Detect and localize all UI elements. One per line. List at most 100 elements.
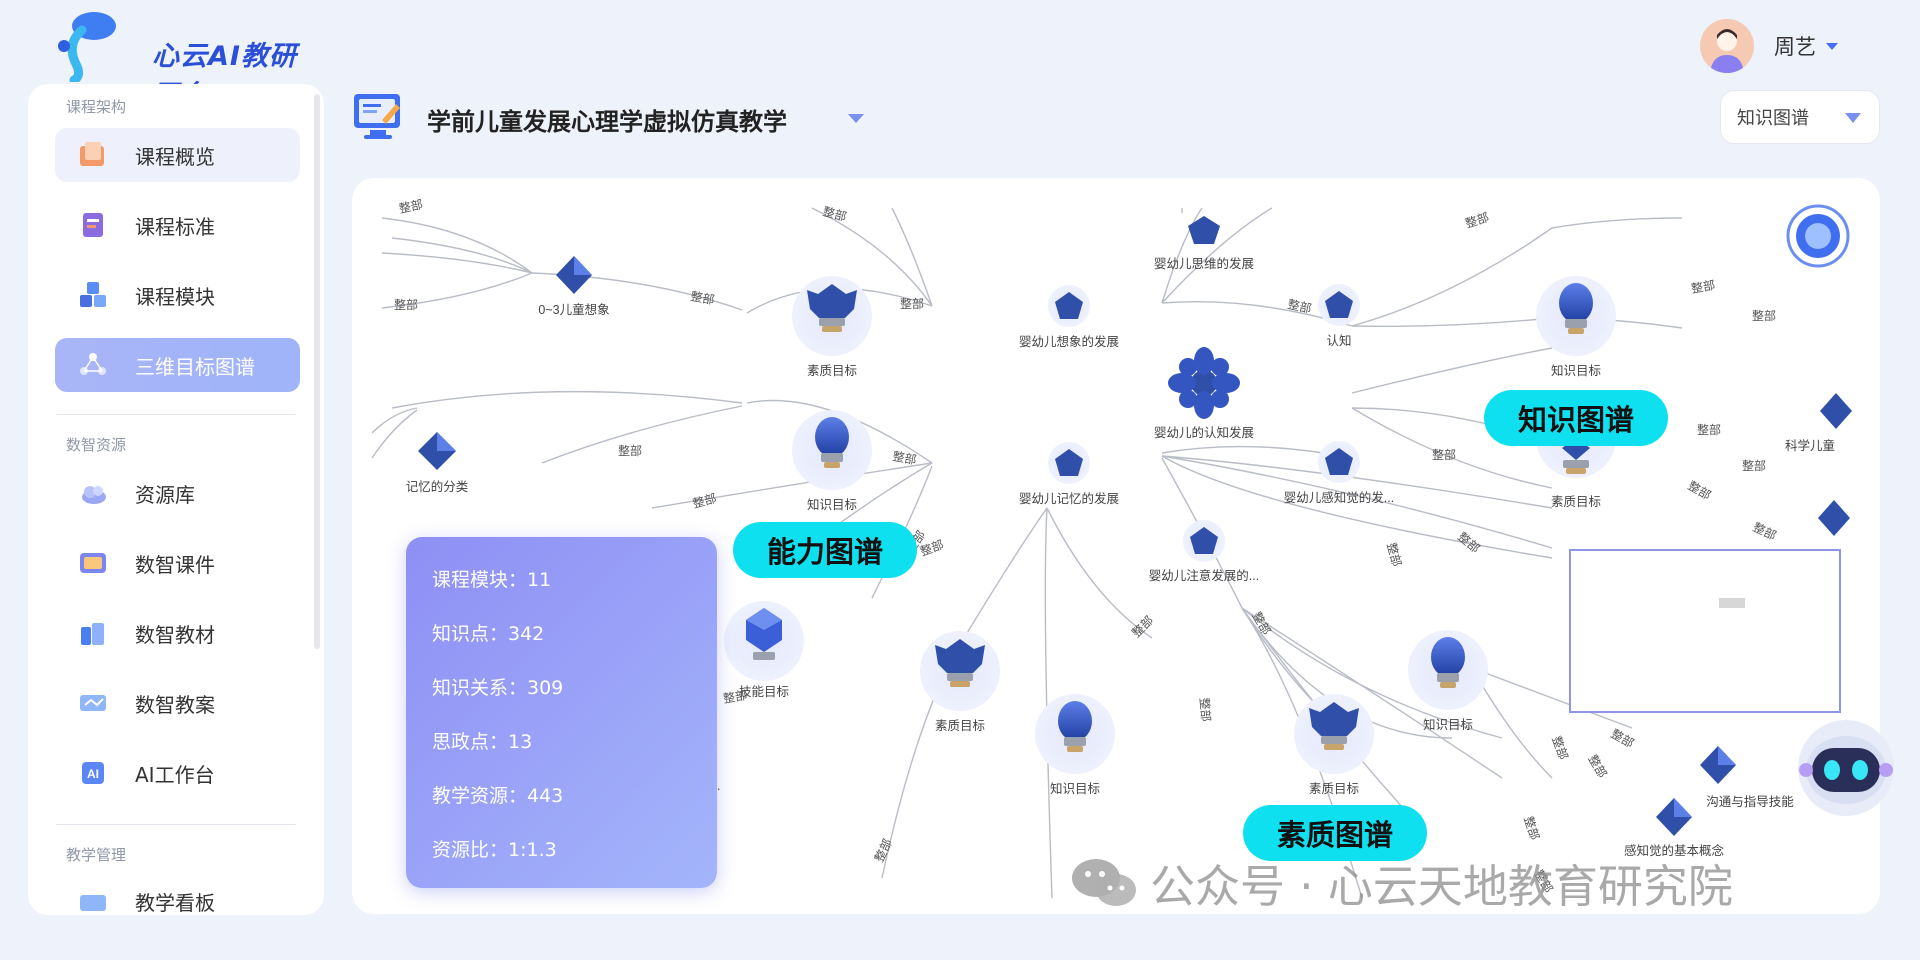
sidebar-scrollbar[interactable] [314,94,320,649]
sidebar-item-label: 数智课件 [135,552,215,577]
sidebar-item-course-module[interactable]: 课程模块 [55,268,300,322]
graph-node-14[interactable]: 婴幼儿注意发展的... [1149,520,1259,583]
sidebar-item-resource-library[interactable]: 资源库 [55,466,300,520]
graph-node-18[interactable]: 沟通与指导技能 [1700,746,1794,809]
graph-node-17[interactable]: 知识目标 [1408,630,1488,732]
app-logo[interactable]: 心云AI教研平台 [52,4,312,111]
svg-text:婴幼儿思维的发展: 婴幼儿思维的发展 [1154,256,1254,271]
svg-text:科学儿童: 科学儿童 [1785,438,1835,453]
graph-node-19[interactable]: 感知觉的基本概念 [1624,798,1725,858]
chevron-down-icon [1826,42,1838,50]
edge-label: 整部 [871,836,895,864]
edge-label: 整部 [900,296,924,311]
edge-label: 整部 [618,443,642,458]
edge-label: 整部 [689,288,715,307]
view-select-value: 知识图谱 [1737,108,1809,129]
sidebar-item-course-standard[interactable]: 课程标准 [55,198,300,252]
callout-label: 能力图谱 [767,535,884,569]
sidebar-item-label: 课程概览 [135,144,215,169]
book-icon [77,139,109,171]
graph-node-5[interactable]: 知识目标 [1536,276,1616,378]
divider [56,824,296,825]
svg-text:素质目标: 素质目标 [1309,782,1359,796]
edge-label: 整部 [891,448,917,467]
view-select[interactable]: 知识图谱 [1720,90,1880,144]
sidebar-item-label: 教学看板 [135,890,215,915]
graph-node-1[interactable]: 素质目标 [792,276,872,378]
sidebar-item-3d-objective-graph[interactable]: 三维目标图谱 [55,338,300,392]
sidebar-item-smart-textbook[interactable]: 数智教材 [55,606,300,660]
divider [56,414,296,415]
graph-node-13[interactable]: 素质目标 [920,631,1000,733]
quality-graph-callout[interactable]: 素质图谱 [1243,805,1428,861]
ai-icon: AI [77,757,109,789]
sidebar: 课程架构 课程概览 课程标准 课程模块 三维目标图谱 数智资源 资源库 数智课件… [28,84,324,915]
stat-resource-ratio: 资源比：1:1.3 [432,839,557,861]
dashboard-icon [77,885,109,915]
svg-text:知识目标: 知识目标 [1551,364,1601,378]
monitor-icon [352,90,406,142]
knowledge-graph-canvas[interactable]: 整部 整部 整部 整部 整部 整部 整部 整部 整部 整部 整部 整部 整部 整… [352,178,1880,914]
graph-center-node[interactable]: 婴幼儿的认知发展 [1154,347,1254,440]
sidebar-item-teaching-dashboard[interactable]: 教学看板 [55,874,300,915]
graph-node-12[interactable]: 技能目标 [724,601,804,699]
edge-label: 整部 [1690,277,1716,296]
edge-label: 整部 [1521,814,1543,841]
avatar [1700,19,1754,73]
svg-text:知识目标: 知识目标 [807,498,857,512]
edge-label: 整部 [1384,541,1405,568]
graph-node-16[interactable]: 素质目标 [1294,694,1374,796]
cloud-icon [77,477,109,509]
graph-minimap[interactable] [1569,549,1841,713]
user-name: 周艺 [1774,35,1816,59]
edge-label: 整部 [1742,458,1766,473]
graph-node-7[interactable]: 知识目标 [792,410,872,512]
graph-node-10-diamond[interactable]: 科学儿童 [1785,393,1852,453]
edge-label: 整部 [1197,697,1214,722]
chevron-down-icon[interactable] [848,114,864,123]
graph-node-diamond-right[interactable] [1818,500,1850,536]
svg-text:婴幼儿的认知发展: 婴幼儿的认知发展 [1154,425,1254,440]
user-menu[interactable]: 周艺 [1700,18,1838,74]
svg-text:知识目标: 知识目标 [1050,782,1100,796]
graph-node-6[interactable]: 记忆的分类 [406,432,469,494]
edge-label: 整部 [1751,519,1779,543]
edge-label: 整部 [722,687,748,706]
svg-text:婴幼儿感知觉的发...: 婴幼儿感知觉的发... [1284,490,1394,505]
sidebar-item-ai-workbench[interactable]: AI AI工作台 [55,746,300,800]
sidebar-item-label: 数智教材 [135,622,215,647]
stat-knowledge-points: 知识点：342 [432,623,545,645]
edge-label: 整部 [1585,752,1610,780]
sidebar-item-label: 课程模块 [135,284,215,309]
graph-node-15[interactable]: 知识目标 [1035,694,1115,796]
svg-text:素质目标: 素质目标 [807,364,857,378]
ai-assistant-robot-icon[interactable] [1796,718,1896,818]
sidebar-item-smart-lesson-plan[interactable]: 数智教案 [55,676,300,730]
sidebar-item-label: 资源库 [135,482,195,507]
graph-node-3[interactable]: 婴幼儿思维的发展 [1154,216,1254,271]
graph-node-9[interactable]: 婴幼儿感知觉的发... [1284,441,1394,505]
graph-node-0[interactable]: 0~3儿童想象 [538,256,610,317]
sidebar-item-label: 课程标准 [135,214,215,239]
sidebar-section-title: 课程架构 [66,98,127,116]
sidebar-item-smart-courseware[interactable]: 数智课件 [55,536,300,590]
watermark: 公众号 · 心云天地教育研究院 [1068,850,1733,914]
knowledge-graph-callout[interactable]: 知识图谱 [1484,390,1669,446]
chevron-down-icon [1845,113,1861,123]
graph-badge-icon[interactable] [1786,204,1850,268]
edge-label: 整部 [1549,734,1571,762]
edge-label: 整部 [1129,613,1157,641]
ability-graph-callout[interactable]: 能力图谱 [733,522,918,578]
graph-node-4[interactable]: 认知 [1318,284,1360,348]
sidebar-item-course-overview[interactable]: 课程概览 [55,128,300,182]
slides-icon [77,547,109,579]
books-icon [77,617,109,649]
graph-node-2[interactable]: 婴幼儿想象的发展 [1019,285,1119,349]
graph-node-8[interactable]: 婴幼儿记忆的发展 [1019,442,1119,506]
svg-text:认知: 认知 [1326,334,1351,348]
svg-text:婴幼儿想象的发展: 婴幼儿想象的发展 [1019,334,1119,349]
edge-label: 整部 [398,196,425,216]
logo-mark-icon [58,12,116,85]
knowledge-graph-panel[interactable]: 整部 整部 整部 整部 整部 整部 整部 整部 整部 整部 整部 整部 整部 整… [352,178,1880,914]
stat-course-modules: 课程模块：11 [432,569,552,591]
